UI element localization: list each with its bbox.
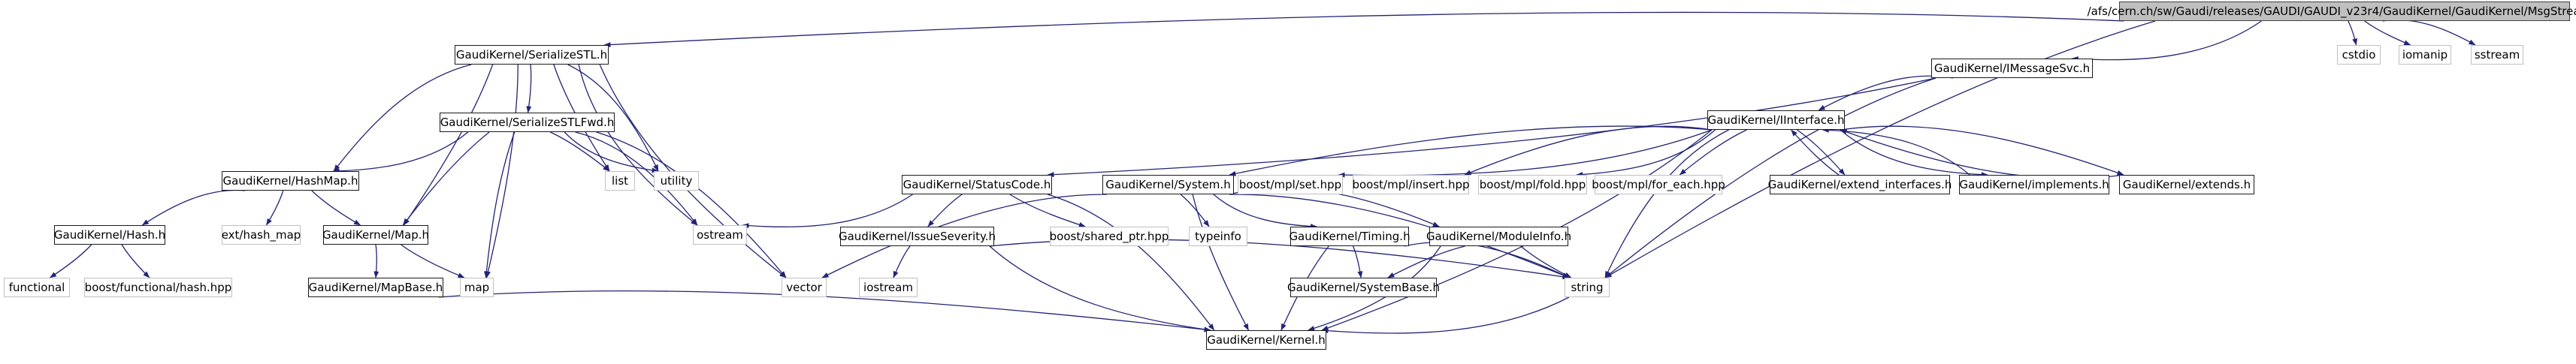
graph-node-iinterface[interactable]: GaudiKernel/IInterface.h <box>1707 110 1845 130</box>
graph-edge-iinterface-to-extends <box>1840 125 2124 176</box>
graph-edge-hash-to-boosthash <box>121 244 150 278</box>
graph-edge-imessagesvc-to-iinterface <box>1818 75 1954 111</box>
graph-edge-system-to-string <box>1229 194 1570 278</box>
graph-edge-serializestl-to-gkmap <box>403 64 494 226</box>
graph-edge-serializestl-to-hashmap <box>333 64 472 172</box>
graph-node-mplset[interactable]: boost/mpl/set.hpp <box>1238 175 1343 194</box>
graph-edge-moduleinfo-to-kernel <box>1308 245 1441 331</box>
graph-node-statuscode[interactable]: GaudiKernel/StatusCode.h <box>902 175 1052 194</box>
graph-edge-issueseverity-to-iostream <box>893 245 911 278</box>
graph-edge-timing-to-string <box>1404 242 1570 278</box>
graph-edge-serializestlfwd-to-gkmap <box>402 131 490 226</box>
graph-edge-hashmap-to-hash <box>141 189 246 226</box>
graph-edge-root-to-sstream <box>2382 19 2476 46</box>
graph-edge-serializestlfwd-to-vector <box>596 131 787 278</box>
graph-edge-extendif-to-iinterface <box>1791 129 1840 176</box>
graph-edge-system-to-timing <box>1213 194 1318 230</box>
graph-edge-iinterface-to-extendif <box>1797 129 1846 176</box>
graph-node-functional[interactable]: functional <box>4 278 70 297</box>
graph-node-stdmap[interactable]: map <box>460 278 494 297</box>
graph-node-implements[interactable]: GaudiKernel/implements.h <box>1959 175 2109 194</box>
graph-node-exthashmap[interactable]: ext/hash_map <box>222 225 301 245</box>
graph-edge-serializestl-to-ostream <box>578 64 698 226</box>
graph-edge-serializestlfwd-to-ostream <box>575 131 698 226</box>
graph-node-vector[interactable]: vector <box>782 278 827 297</box>
graph-node-typeinfo[interactable]: typeinfo <box>1189 227 1247 246</box>
graph-edge-hashmap-to-exthashmap <box>265 190 284 226</box>
graph-node-iostream[interactable]: iostream <box>859 278 918 297</box>
graph-node-imessagesvc[interactable]: GaudiKernel/IMessageSvc.h <box>1931 59 2093 78</box>
graph-node-utility[interactable]: utility <box>654 171 699 191</box>
graph-edge-iinterface-to-mplinsert <box>1464 125 1713 176</box>
graph-node-hash[interactable]: GaudiKernel/Hash.h <box>54 225 165 245</box>
graph-edge-iinterface-to-system <box>1229 125 1713 176</box>
graph-node-cstdio[interactable]: cstdio <box>2337 45 2381 65</box>
graph-edge-statuscode-to-ostream <box>742 194 913 229</box>
graph-edge-serializestl-to-stdmap <box>485 64 519 278</box>
graph-node-mplfold[interactable]: boost/mpl/fold.hpp <box>1478 175 1587 194</box>
graph-edge-timing-to-systembase <box>1353 245 1363 278</box>
graph-node-serializestlfwd[interactable]: GaudiKernel/SerializeSTLFwd.h <box>440 113 615 132</box>
graph-edge-system-to-vector <box>821 194 1108 278</box>
graph-node-sstream[interactable]: sstream <box>2471 45 2523 65</box>
graph-node-ostream[interactable]: ostream <box>693 225 747 245</box>
graph-edge-implements-to-iinterface <box>1822 127 1970 176</box>
graph-edge-imessagesvc-to-statuscode <box>1047 77 1937 178</box>
graph-node-extendif[interactable]: GaudiKernel/extend_interfaces.h <box>1768 175 1952 194</box>
graph-node-timing[interactable]: GaudiKernel/Timing.h <box>1289 227 1410 246</box>
graph-node-systembase[interactable]: GaudiKernel/SystemBase.h <box>1287 278 1440 297</box>
graph-node-gkmap[interactable]: GaudiKernel/Map.h <box>322 225 429 245</box>
graph-edge-issueseverity-to-kernel <box>989 245 1211 332</box>
graph-edge-statuscode-to-sharedptr <box>1009 194 1086 227</box>
graph-edge-serializestlfwd-to-stdmap <box>483 131 516 278</box>
graph-node-serializestl[interactable]: GaudiKernel/SerializeSTL.h <box>455 45 609 65</box>
graph-edge-extends-to-iinterface <box>1840 129 2124 179</box>
graph-edge-system-to-typeinfo <box>1180 194 1210 227</box>
graph-edge-moduleinfo-to-string <box>1520 245 1572 278</box>
graph-node-moduleinfo[interactable]: GaudiKernel/ModuleInfo.h <box>1426 227 1571 246</box>
graph-edge-iinterface-to-mplforeach <box>1679 129 1747 176</box>
graph-edge-hash-to-functional <box>50 244 92 278</box>
graph-edge-iinterface-to-mplfold <box>1576 129 1716 178</box>
graph-edge-root-to-string <box>1604 20 2156 278</box>
graph-edge-serializestl-to-serializestlfwd <box>526 64 532 113</box>
graph-node-issueseverity[interactable]: GaudiKernel/IssueSeverity.h <box>839 227 996 246</box>
graph-node-iomanip[interactable]: iomanip <box>2399 45 2451 65</box>
graph-node-string[interactable]: string <box>1565 278 1610 297</box>
graph-node-sharedptr[interactable]: boost/shared_ptr.hpp <box>1050 227 1169 246</box>
graph-node-boosthash[interactable]: boost/functional/hash.hpp <box>84 278 232 297</box>
graph-edge-statuscode-to-issueseverity <box>927 194 963 227</box>
graph-edge-hashmap-to-gkmap <box>311 190 361 226</box>
graph-node-root[interactable]: /afs/cern.ch/sw/Gaudi/releases/GAUDI/GAU… <box>2088 2 2576 21</box>
graph-edge-serializestlfwd-to-hashmap <box>332 131 469 174</box>
graph-node-mplinsert[interactable]: boost/mpl/insert.hpp <box>1352 175 1470 194</box>
graph-edge-root-to-cstdio <box>2348 20 2358 46</box>
graph-edge-iinterface-to-implements <box>1840 129 1988 178</box>
graph-node-extends[interactable]: GaudiKernel/extends.h <box>2119 175 2254 194</box>
graph-edge-root-to-imessagesvc <box>2071 20 2262 62</box>
graph-edge-serializestlfwd-to-list <box>550 131 610 172</box>
graph-edge-system-to-kernel <box>1192 194 1250 331</box>
graph-edge-string-to-kernel <box>1321 296 1570 334</box>
graph-edge-moduleinfo-to-systembase <box>1387 245 1465 278</box>
graph-edge-imessagesvc-to-string <box>1604 77 1937 278</box>
graph-node-mplforeach[interactable]: boost/mpl/for_each.hpp <box>1592 175 1725 194</box>
graph-edge-gkmap-to-stdmap <box>401 244 465 278</box>
graph-node-mapbase[interactable]: GaudiKernel/MapBase.h <box>308 278 443 297</box>
graph-node-system[interactable]: GaudiKernel/System.h <box>1102 175 1234 194</box>
graph-edge-root-to-serializestl <box>603 11 2124 48</box>
graph-node-kernel[interactable]: GaudiKernel/Kernel.h <box>1206 330 1326 350</box>
graph-node-list[interactable]: list <box>605 171 635 191</box>
graph-node-hashmap[interactable]: GaudiKernel/HashMap.h <box>222 171 359 191</box>
graph-edge-root-to-iomanip <box>2364 20 2411 46</box>
graph-edge-statuscode-to-kernel <box>1047 194 1215 331</box>
graph-edge-serializestlfwd-to-utility <box>564 131 659 173</box>
